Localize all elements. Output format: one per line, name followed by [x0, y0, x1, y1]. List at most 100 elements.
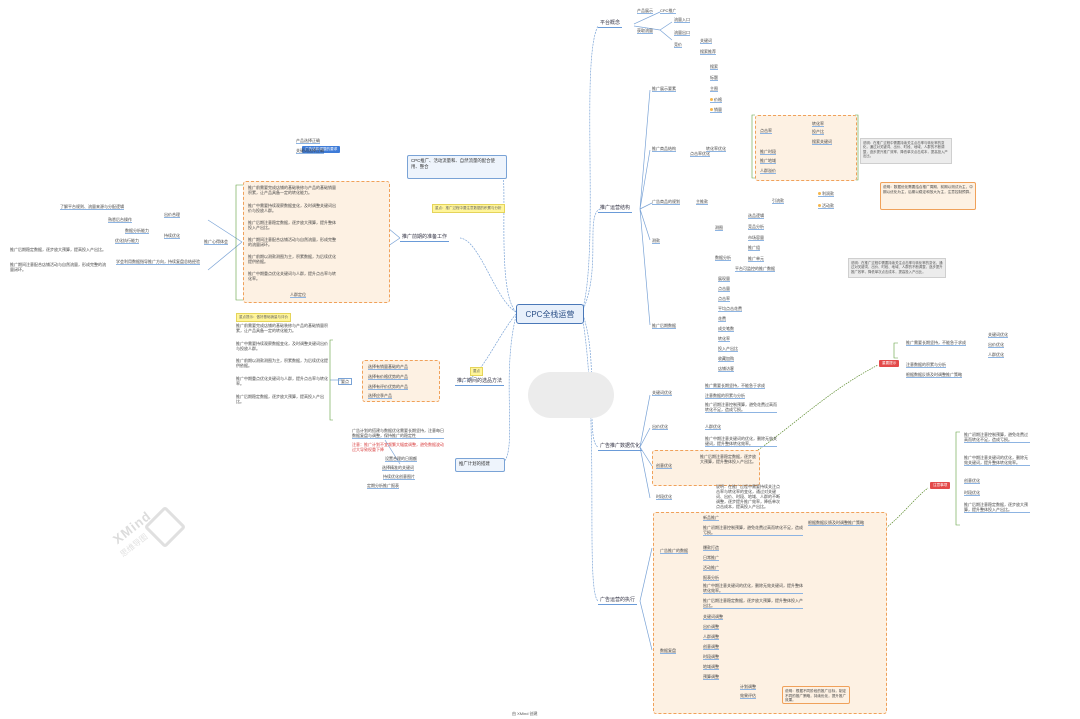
leaf: 推广时段 — [760, 149, 776, 155]
leaf: 出价合理 — [164, 212, 180, 218]
leaf: 搜索推荐 — [700, 49, 716, 55]
leaf: 竞品分析 — [748, 224, 764, 230]
leaf: 平均点击花费 — [718, 306, 742, 312]
leaf: CPC推广 — [660, 8, 677, 14]
leaf: 获取流量 — [637, 28, 653, 34]
leaf: 关键词优化 — [988, 332, 1008, 338]
leaf: 效果评估 — [740, 693, 756, 699]
star-icon — [818, 204, 821, 208]
leaf: 地域调整 — [703, 664, 719, 670]
leaf: 产品选择正确 — [296, 138, 320, 144]
branch-promotion-structure[interactable]: 推广运营结构 — [598, 205, 633, 213]
star-icon — [710, 98, 713, 102]
branch-ad-execution[interactable]: 广告运营的执行 — [598, 597, 638, 605]
leaf: 人群优化 — [705, 424, 721, 430]
leaf: 转化率优化 — [706, 146, 726, 152]
leaf: 平台可监控的推广数据 — [735, 266, 775, 272]
leaf: 日常推广 — [703, 555, 719, 561]
leaf: 收藏加购 — [718, 356, 734, 362]
leaf: 说明：在推广过程中需要持续关注点击率与转化率的变化，通过对关键词、出价、时段、地… — [716, 484, 780, 509]
leaf: 人群调整 — [703, 634, 719, 640]
leaf: 推广需要长期坚持，不能急于求成 — [705, 383, 765, 389]
branch-plan-setup[interactable]: 推广计划的搭建 — [455, 458, 505, 472]
leaf: 推广前期以测款测图为主，积累数据，为后续优化提供依据。 — [248, 254, 336, 264]
leaf: 关键词选择正确 — [296, 148, 324, 154]
leaf: 推广后期稳定数据，逐步放大预算，提高投入产出比。 — [236, 394, 324, 404]
leaf: 推广后期注意稳定数据，逐步放大预算，提升整体投入产出比。 — [964, 502, 1030, 513]
leaf: 推广中期注意关键词的优化，删除无效关键词，提升整体转化效率。 — [705, 436, 777, 447]
leaf: 时段优化 — [656, 494, 672, 500]
leaf: 数据分析 — [715, 255, 731, 261]
leaf: 推广中期重点优化关键词与人群，提升点击率与转化率。 — [236, 376, 328, 386]
leaf: 推广中期注意关键词的优化，删除无效关键词，提升整体转化效率。 — [703, 583, 803, 594]
leaf: 报表分析 — [703, 575, 719, 581]
leaf: 流量出口 — [674, 30, 690, 36]
leaf: 选择有评价优势的产品 — [368, 384, 408, 390]
branch-product-selection[interactable]: 推广期间的选品方法 — [455, 378, 505, 386]
leaf: 推广前需要完成店铺的基础装修与产品的基础销量积累，让产品具备一定的转化能力。 — [248, 185, 336, 195]
leaf: 活动推广 — [703, 565, 719, 571]
scroll-handle[interactable] — [528, 372, 614, 418]
leaf: 点击率 — [760, 128, 772, 134]
leaf: 出价调整 — [703, 624, 719, 630]
notice-tag[interactable]: 注意事项 — [930, 482, 951, 489]
orange-group — [243, 181, 390, 303]
star-icon — [710, 108, 713, 112]
leaf: 推广期间注意配合店铺活动与自然流量，形成完整的流量闭环。 — [10, 262, 106, 272]
leaf: 选择有价格优势的产品 — [368, 374, 408, 380]
leaf: 推广心得体会 — [204, 239, 228, 245]
leaf: 推广商品结构 — [652, 146, 676, 152]
note-box: 说明：根据不同阶段的推广目标，制定不同的推广策略，持续优化，提升推广效果。 — [782, 686, 850, 704]
leaf: 价格 — [710, 97, 722, 103]
leaf: 店铺访客 — [718, 366, 734, 372]
leaf: 推广初期注意控制预算，避免花费过高而转化不足，造成亏损。 — [964, 432, 1030, 443]
leaf: 预算调整 — [703, 674, 719, 680]
leaf: 了解平台规则、流量来源与分配逻辑 — [60, 204, 124, 210]
leaf: 推广组 — [748, 245, 760, 251]
leaf: 销量 — [710, 107, 722, 113]
leaf: 推广后期注意稳定数据，逐步放大预算，提升整体投入产出比。 — [248, 220, 336, 230]
leaf: 关键词调整 — [703, 614, 723, 620]
leaf: 活动款 — [818, 203, 834, 209]
branch-traffic-integration[interactable]: CPC推广、活动流量和、自然流量的配合使用、整合 — [407, 155, 507, 179]
branch-platform-concept[interactable]: 平台概念 — [598, 20, 623, 28]
highlight-tag: 重点：推广过程中要注意数据的积累与分析 — [432, 204, 505, 213]
leaf: 推广前需要完成店铺的基础装修与产品的基础销量积累，让产品具备一定的转化能力。 — [236, 323, 328, 333]
leaf: 点击率优化 — [690, 151, 710, 157]
leaf: 持续优化创意图片 — [383, 474, 415, 480]
structure-tag[interactable]: 广告结构调整的要求 — [302, 146, 341, 153]
leaf: 人群定位 — [290, 292, 306, 298]
leaf: 创意调整 — [703, 644, 719, 650]
leaf: 关键词优化 — [652, 390, 672, 396]
central-topic[interactable]: CPC全栈运营 — [516, 304, 584, 324]
leaf: 推广后期数据 — [652, 323, 676, 329]
leaf: 注意数据的积累与分析 — [906, 362, 946, 368]
leaf: 点击率 — [718, 296, 730, 302]
leaf: 出价优化 — [988, 342, 1004, 348]
leaf: 广告计划的搭建与数据优化需要长期坚持，注意每日数据复盘与调整，保持推广的稳定性 — [352, 428, 444, 439]
star-icon — [818, 192, 821, 196]
leaf: 推广初期注意控制预算，避免花费过高而转化不足，造成亏损。 — [703, 525, 803, 536]
leaf: 投入产出比 — [718, 346, 738, 352]
leaf: 选择应季产品 — [368, 393, 392, 399]
leaf: 推广后期注意稳定数据，逐步放大预算，提升整体投入产出比。 — [700, 454, 756, 464]
highlight-tag: 要点 — [470, 367, 483, 376]
leaf: 根据数据反馈及时调整推广策略 — [906, 372, 962, 378]
leaf: 推广期间注意配合店铺活动与自然流量，形成完整的流量闭环。 — [248, 237, 336, 247]
leaf: 利润款 — [818, 191, 834, 197]
leaf: 推广中需要持续观察数据变化，及时调整关键词出价与投放人群。 — [248, 203, 336, 213]
branch-prep-work[interactable]: 推广前期的准备工作 — [400, 234, 450, 242]
leaf: 测款 — [652, 238, 660, 244]
orange-group — [653, 512, 887, 714]
leaf: 创意优化 — [656, 463, 672, 469]
orange-group — [362, 360, 440, 402]
highlight-tag: 重点提示：做好基础销量与评价 — [236, 313, 291, 322]
leaf: 爆款打造 — [703, 545, 719, 551]
leaf: 标题 — [710, 75, 718, 81]
leaf: 转化率 — [718, 336, 730, 342]
leaf: 搜索 — [710, 64, 718, 70]
branch-data-optimization[interactable]: 广告推广数据优化 — [598, 443, 643, 451]
leaf: 广告推广的数据 — [660, 548, 688, 554]
leaf: 数据复盘 — [660, 648, 676, 654]
important-tag[interactable]: 重要提示 — [879, 360, 900, 367]
